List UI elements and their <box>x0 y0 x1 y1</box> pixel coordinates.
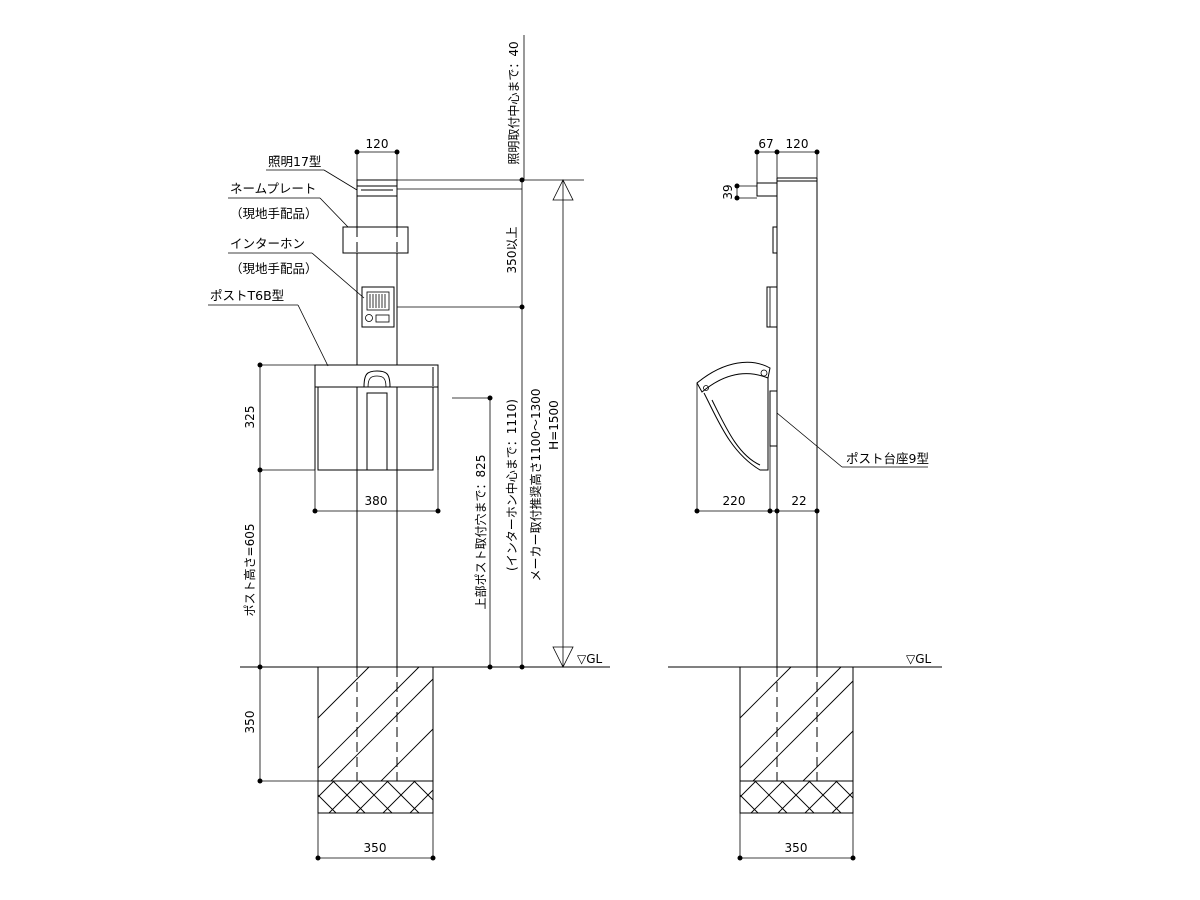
dim-dot <box>734 183 740 189</box>
side-dim-67: 67 <box>758 137 773 151</box>
dim-dot <box>754 149 760 155</box>
dim-dot <box>257 664 263 670</box>
post-box-front <box>314 364 439 471</box>
dim-dot <box>487 395 493 401</box>
side-name-plate <box>772 226 778 254</box>
dim-light-center: 照明取付中心まで：40 <box>506 41 521 164</box>
leader-post-base <box>776 412 843 468</box>
gl-label-side: ▽GL <box>906 652 932 666</box>
label-interphone-note: （現地手配品） <box>230 261 318 276</box>
leader-post <box>297 304 329 367</box>
side-dim-22: 22 <box>791 494 806 508</box>
dim-325: 325 <box>243 406 257 429</box>
side-light-bracket <box>756 182 777 197</box>
dim-350-min: 350以上 <box>505 227 519 274</box>
dim-dot <box>487 664 493 670</box>
dim-foundation-depth: 350 <box>243 711 257 734</box>
label-post: ポストT6B型 <box>210 288 284 303</box>
name-plate <box>342 226 409 254</box>
dim-interphone-center: (インターホン中心まで：1110) <box>504 399 519 571</box>
side-post-box <box>696 361 771 471</box>
leader-name-plate <box>319 197 349 228</box>
dim-dot <box>519 304 525 310</box>
dim-maker-recommend: メーカー取付推奨高さ1100～1300 <box>528 388 543 581</box>
dim-arrow-top <box>552 179 574 201</box>
dim-post-width: 380 <box>365 494 388 508</box>
dim-dot <box>814 508 820 514</box>
label-post-base: ポスト台座9型 <box>846 451 929 466</box>
dim-dot <box>774 149 780 155</box>
side-dim-foundation-width: 350 <box>785 841 808 855</box>
dim-dot <box>435 508 441 514</box>
dim-dot <box>257 362 263 368</box>
dim-dot <box>850 855 856 861</box>
dim-dot <box>430 855 436 861</box>
dim-dot <box>315 855 321 861</box>
dim-dot <box>734 195 740 201</box>
dim-dot <box>774 508 780 514</box>
dim-post-height: ポスト高さ=605 <box>242 524 257 617</box>
side-dim-220: 220 <box>723 494 746 508</box>
interphone-device <box>361 286 395 328</box>
dim-dot <box>737 855 743 861</box>
label-light: 照明17型 <box>268 154 321 169</box>
light-fixture <box>356 179 398 197</box>
side-interphone <box>766 286 778 328</box>
dim-pole-width: 120 <box>366 137 389 151</box>
leader-interphone <box>311 252 365 299</box>
side-view: 67 120 39 220 22 ポスト台座9型 350 ▽GL <box>668 137 942 861</box>
label-name-plate-note: （現地手配品） <box>230 206 318 221</box>
dim-total-height: H=1500 <box>547 400 561 450</box>
dim-dot <box>257 467 263 473</box>
leader-light <box>323 169 358 191</box>
label-interphone: インターホン <box>230 236 305 251</box>
side-dim-39: 39 <box>721 184 735 199</box>
dim-arrow-bottom <box>552 646 574 668</box>
dim-dot <box>312 508 318 514</box>
dim-foundation-width: 350 <box>364 841 387 855</box>
dim-dot <box>814 149 820 155</box>
dim-dot <box>694 508 700 514</box>
gl-label-front: ▽GL <box>577 652 603 666</box>
side-dim-120: 120 <box>786 137 809 151</box>
front-view: 120 照明17型 ネームプレート （現地手配品） インターホン （現地手配品）… <box>208 35 610 861</box>
dim-dot <box>767 508 773 514</box>
label-name-plate: ネームプレート <box>230 181 316 196</box>
side-post-base <box>769 390 778 447</box>
foundation-front <box>317 666 434 814</box>
dim-upper-post-hole: 上部ポスト取付穴まで：825 <box>473 455 488 610</box>
dim-dot <box>519 664 525 670</box>
dim-dot <box>257 778 263 784</box>
foundation-side <box>739 666 854 814</box>
